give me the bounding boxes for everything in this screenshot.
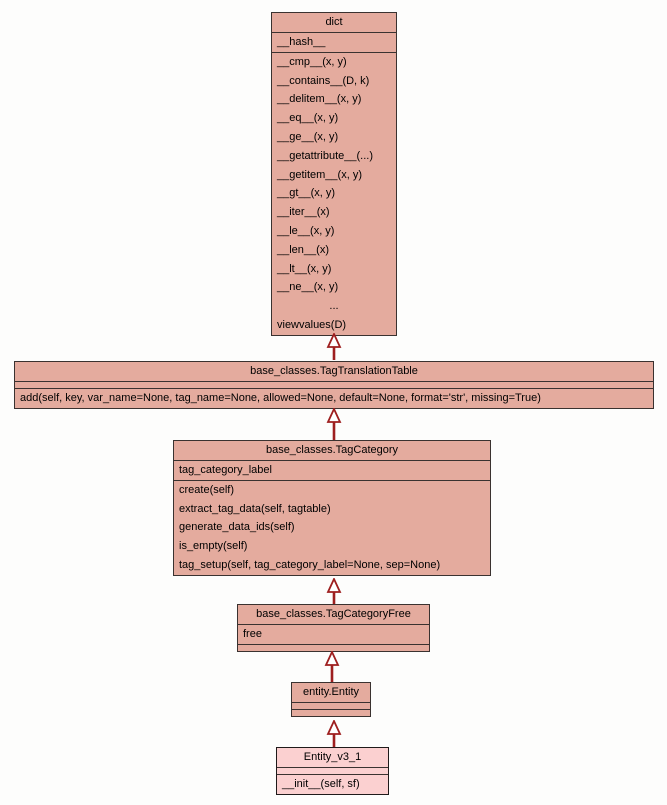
method-row: __getitem__(x, y)	[277, 168, 362, 181]
method-row: is_empty(self)	[179, 540, 248, 553]
method-row: tag_setup(self, tag_category_label=None,…	[179, 558, 441, 571]
method-row: __init__(self, sf)	[282, 778, 360, 790]
class-box-entity-v3-1: Entity_v3_1 __init__(self, sf)	[276, 747, 389, 795]
methods-compartment	[292, 709, 370, 716]
class-title: dict	[325, 16, 343, 28]
methods-compartment: create(self) extract_tag_data(self, tagt…	[174, 479, 490, 575]
inheritance-arrow	[326, 333, 342, 360]
class-box-entity: entity.Entity	[291, 682, 371, 717]
method-row: __lt__(x, y)	[277, 262, 332, 275]
method-row: __getattribute__(...)	[277, 149, 374, 162]
method-row: create(self)	[179, 483, 235, 496]
inheritance-arrow	[326, 578, 342, 604]
method-row: __ge__(x, y)	[277, 130, 339, 143]
class-box-tagcategoryfree: base_classes.TagCategoryFree free	[237, 604, 430, 652]
methods-compartment: __init__(self, sf)	[277, 774, 388, 794]
method-row: __ne__(x, y)	[277, 281, 339, 294]
method-row: __cmp__(x, y)	[277, 55, 347, 68]
inheritance-arrow	[326, 720, 342, 747]
methods-compartment	[238, 643, 429, 651]
methods-compartment: add(self, key, var_name=None, tag_name=N…	[15, 388, 653, 408]
attributes-compartment: tag_category_label	[174, 460, 490, 480]
attributes-compartment	[15, 381, 653, 388]
class-box-tagtranslationtable: base_classes.TagTranslationTable add(sel…	[14, 361, 654, 409]
attribute-row: __hash__	[277, 36, 326, 48]
attribute-row: free	[243, 628, 262, 640]
method-row: __gt__(x, y)	[277, 187, 336, 200]
class-title: base_classes.TagTranslationTable	[250, 365, 418, 377]
class-title: base_classes.TagCategory	[265, 444, 399, 456]
method-row: add(self, key, var_name=None, tag_name=N…	[20, 392, 541, 404]
method-row: __le__(x, y)	[277, 224, 335, 237]
attributes-compartment: free	[238, 624, 429, 644]
ellipsis-row: ...	[329, 300, 339, 313]
class-box-dict: dict __hash__ __cmp__(x, y) __contains__…	[271, 12, 397, 336]
method-row: extract_tag_data(self, tagtable)	[179, 502, 331, 515]
method-row: viewvalues(D)	[277, 318, 347, 331]
attribute-row: tag_category_label	[179, 464, 272, 476]
attributes-compartment	[292, 702, 370, 709]
method-row: generate_data_ids(self)	[179, 521, 295, 534]
class-title: base_classes.TagCategoryFree	[256, 608, 411, 620]
inheritance-arrow	[326, 408, 342, 440]
class-box-tagcategory: base_classes.TagCategory tag_category_la…	[173, 440, 491, 576]
attributes-compartment	[277, 767, 388, 774]
method-row: __iter__(x)	[277, 206, 330, 219]
method-row: __len__(x)	[277, 243, 329, 256]
method-row: __eq__(x, y)	[277, 112, 339, 125]
method-row: __contains__(D, k)	[277, 74, 370, 87]
inheritance-arrow	[324, 651, 340, 682]
method-row: __delitem__(x, y)	[277, 93, 362, 106]
attributes-compartment: __hash__	[272, 32, 396, 52]
class-title: Entity_v3_1	[303, 751, 362, 763]
methods-compartment: __cmp__(x, y) __contains__(D, k) __delit…	[272, 51, 396, 335]
class-title: entity.Entity	[302, 686, 360, 698]
